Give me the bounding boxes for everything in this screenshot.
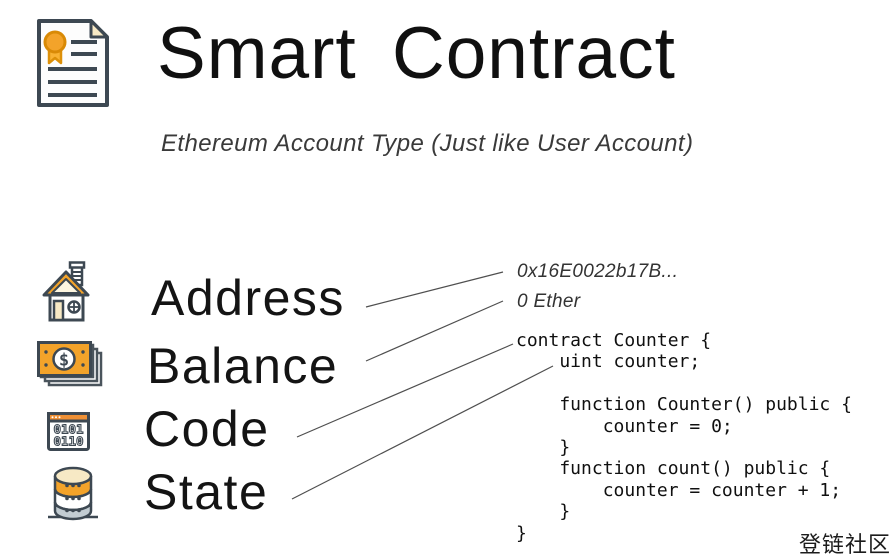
balance-value: 0 Ether — [517, 291, 581, 312]
solidity-code-block: contract Counter { uint counter; functio… — [516, 330, 852, 544]
balance-connector-line — [365, 300, 504, 362]
house-icon — [42, 261, 90, 322]
code-line: contract Counter { — [516, 330, 712, 351]
label-balance: Balance — [147, 338, 339, 394]
code-line: function Counter() public { — [516, 394, 852, 416]
code-line — [516, 373, 852, 394]
dollar-sign-glyph: $ — [59, 351, 69, 371]
code-line: counter = counter + 1; — [516, 479, 842, 501]
community-watermark: 登链社区 — [799, 533, 892, 558]
binary-row-2: 0110 — [53, 434, 83, 449]
code-line: counter = 0; — [516, 415, 733, 437]
page-title: Smart Contract — [157, 13, 676, 94]
code-line: } — [516, 437, 571, 459]
label-address: Address — [151, 270, 345, 326]
address-connector-line — [365, 271, 504, 308]
banknotes-icon: $ — [37, 341, 103, 387]
address-value: 0x16E0022b17B... — [517, 261, 679, 282]
code-line: function count() public { — [516, 458, 831, 480]
binary-row-1: 0101 — [53, 422, 83, 437]
label-state: State — [144, 464, 269, 520]
certificate-document-icon — [37, 19, 109, 107]
page-subtitle: Ethereum Account Type (Just like User Ac… — [161, 130, 694, 157]
label-code: Code — [144, 401, 270, 457]
code-line: uint counter; — [516, 351, 701, 373]
database-icon — [48, 466, 98, 521]
binary-window-icon: 0101 0110 — [47, 412, 90, 451]
code-line: } — [516, 501, 571, 523]
code-line: } — [516, 522, 527, 544]
